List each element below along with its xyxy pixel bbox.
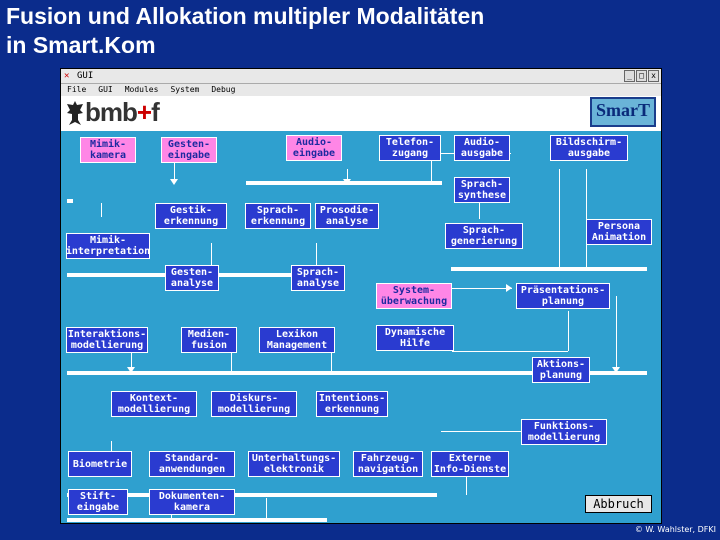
- connector-bar: [67, 493, 437, 497]
- gui-window: ✕ GUI _ □ x File GUI Modules System Debug bm…: [60, 68, 662, 524]
- node-funktionsmodellierung[interactable]: Funktions- modellierung: [521, 419, 607, 445]
- node-dynamischehilfe[interactable]: Dynamische Hilfe: [376, 325, 454, 351]
- menu-system[interactable]: System: [170, 85, 200, 94]
- connector-bar: [67, 371, 647, 375]
- logo-strip: bmb+f SmarT: [61, 96, 661, 131]
- connector-line: [568, 311, 569, 351]
- connector-line: [616, 296, 617, 374]
- connector-line: [466, 476, 467, 495]
- node-audioausgabe[interactable]: Audio- ausgabe: [454, 135, 510, 161]
- node-mimikkamera[interactable]: Mimik- kamera: [80, 137, 136, 163]
- close-button[interactable]: x: [648, 70, 659, 82]
- connector-line: [559, 169, 560, 269]
- connector-line: [131, 334, 132, 372]
- node-dokumentenkamera[interactable]: Dokumenten- kamera: [149, 489, 235, 515]
- node-audioeingabe[interactable]: Audio- eingabe: [286, 135, 342, 161]
- node-unterhaltungselektronik[interactable]: Unterhaltungs- elektronik: [248, 451, 340, 477]
- node-sprachanalyse[interactable]: Sprach- analyse: [291, 265, 345, 291]
- menu-modules[interactable]: Modules: [124, 85, 159, 94]
- arrow-head: [506, 284, 512, 292]
- connector-line: [174, 143, 175, 183]
- connector-line: [266, 498, 267, 520]
- arrow-head: [127, 367, 135, 373]
- node-mimikinterpretation[interactable]: Mimik- interpretation: [65, 233, 151, 259]
- bmbf-logo: bmb+f: [85, 97, 160, 127]
- node-lexikonmanagement[interactable]: Lexikon Management: [259, 327, 335, 353]
- federal-eagle-icon: [67, 101, 83, 125]
- slide-title-line1: Fusion und Allokation multipler Modalitä…: [6, 3, 485, 29]
- menu-gui[interactable]: GUI: [98, 85, 113, 94]
- connector-line: [111, 441, 112, 455]
- connector-bar: [67, 199, 73, 203]
- node-personaanimation[interactable]: Persona Animation: [586, 219, 652, 245]
- connector-line: [211, 243, 212, 273]
- connector-line: [316, 243, 317, 273]
- node-praesentationsplanung[interactable]: Präsentations- planung: [516, 283, 610, 309]
- node-standardanwendungen[interactable]: Standard- anwendungen: [149, 451, 235, 477]
- connector-line: [331, 347, 332, 372]
- node-interaktionsmodellierung[interactable]: Interaktions- modellierung: [66, 327, 148, 353]
- node-sprachsynthese[interactable]: Sprach- synthese: [454, 177, 510, 203]
- node-gestikerkennung[interactable]: Gestik- erkennung: [155, 203, 227, 229]
- architecture-diagram: Mimik- kamera Gesten- eingabe Audio- ein…: [61, 131, 661, 523]
- connector-line: [479, 203, 480, 219]
- node-bildschirmausgabe[interactable]: Bildschirm- ausgabe: [550, 135, 628, 161]
- connector-line: [231, 347, 232, 372]
- connector-line: [452, 351, 568, 352]
- connector-line: [441, 431, 551, 432]
- x11-icon: ✕: [64, 71, 70, 81]
- node-fahrzeugnavigation[interactable]: Fahrzeug- navigation: [353, 451, 423, 477]
- slide-title-line2: in Smart.Kom: [6, 32, 156, 58]
- node-sprachgenerierung[interactable]: Sprach- generierung: [445, 223, 523, 249]
- smartkom-logo: SmarT: [590, 97, 656, 127]
- arrow-head: [343, 179, 351, 185]
- menu-debug[interactable]: Debug: [211, 85, 236, 94]
- connector-bar: [451, 267, 647, 271]
- node-prosodieanalyse[interactable]: Prosodie- analyse: [315, 203, 379, 229]
- node-gestenanalyse[interactable]: Gesten- analyse: [165, 265, 219, 291]
- maximize-button[interactable]: □: [636, 70, 647, 82]
- node-stifteingabe[interactable]: Stift- eingabe: [68, 489, 128, 515]
- node-externeinfodienste[interactable]: Externe Info-Dienste: [431, 451, 509, 477]
- connector-line: [431, 153, 432, 183]
- arrow-head: [170, 179, 178, 185]
- node-diskursmodellierung[interactable]: Diskurs- modellierung: [211, 391, 297, 417]
- menu-file[interactable]: File: [67, 85, 87, 94]
- node-biometrie[interactable]: Biometrie: [68, 451, 132, 477]
- slide-title: Fusion und Allokation multipler Modalitä…: [6, 2, 706, 60]
- node-medienfusion[interactable]: Medien- fusion: [181, 327, 237, 353]
- connector-bar: [67, 518, 327, 522]
- node-telefonzugang[interactable]: Telefon- zugang: [379, 135, 441, 161]
- node-spracherkennung[interactable]: Sprach- erkennung: [245, 203, 311, 229]
- minimize-button[interactable]: _: [624, 70, 635, 82]
- node-intentionserkennung[interactable]: Intentions- erkennung: [316, 391, 388, 417]
- abort-button[interactable]: Abbruch: [585, 495, 652, 513]
- window-titlebar: ✕ GUI _ □ x: [61, 69, 661, 84]
- connector-line: [452, 288, 512, 289]
- node-gesteneingabe[interactable]: Gesten- eingabe: [161, 137, 217, 163]
- connector-line: [347, 169, 348, 183]
- node-aktionsplanung[interactable]: Aktions- planung: [532, 357, 590, 383]
- node-kontextmodellierung[interactable]: Kontext- modellierung: [111, 391, 197, 417]
- arrow-head: [612, 367, 620, 373]
- copyright-notice: © W. Wahlster, DFKI: [634, 525, 716, 534]
- menubar: File GUI Modules System Debug: [61, 84, 661, 95]
- node-systemueberwachung[interactable]: System- überwachung: [376, 283, 452, 309]
- window-title: GUI: [77, 71, 94, 81]
- connector-line: [101, 203, 102, 217]
